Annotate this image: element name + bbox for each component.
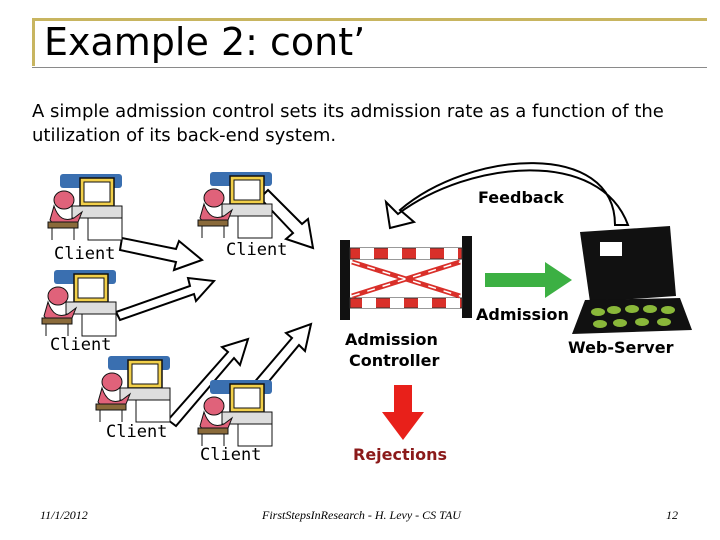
footer-date: 11/1/2012	[40, 508, 88, 522]
controller-label-line2: Controller	[349, 351, 440, 370]
admission-controller-gate	[340, 236, 472, 320]
client-computer-icon	[197, 380, 273, 447]
rejection-arrow	[382, 385, 424, 440]
feedback-label: Feedback	[478, 188, 564, 207]
client-computer-icon	[95, 356, 171, 423]
slide-subtitle: A simple admission control sets its admi…	[32, 101, 664, 146]
client-arrow-2	[114, 276, 217, 322]
client-computer-icon	[197, 172, 273, 239]
web-server-icon	[572, 226, 692, 334]
client-computer-icon	[47, 174, 123, 241]
frame-top-border	[32, 18, 707, 21]
client-label: Client	[226, 240, 288, 260]
slide-title: Example 2: cont’	[44, 20, 366, 64]
client-label: Client	[54, 244, 116, 264]
rejections-label: Rejections	[353, 445, 448, 464]
client-arrow-4	[166, 337, 250, 428]
client-arrow-1	[118, 236, 204, 272]
page-number: 12	[666, 508, 678, 522]
client-label: Client	[50, 335, 112, 355]
client-computer-icon	[41, 270, 117, 337]
web-server-label: Web-Server	[568, 338, 674, 357]
admission-label: Admission	[476, 305, 569, 324]
footer-center-text: FirstStepsInResearch - H. Levy - CS TAU	[262, 508, 461, 522]
feedback-arrow	[384, 162, 630, 230]
client-label: Client	[106, 422, 168, 442]
client-label: Client	[200, 445, 262, 465]
title-rule	[32, 67, 707, 68]
controller-label-line1: Admission	[345, 330, 438, 349]
frame-left-border	[32, 18, 35, 66]
admission-arrow	[485, 262, 572, 298]
